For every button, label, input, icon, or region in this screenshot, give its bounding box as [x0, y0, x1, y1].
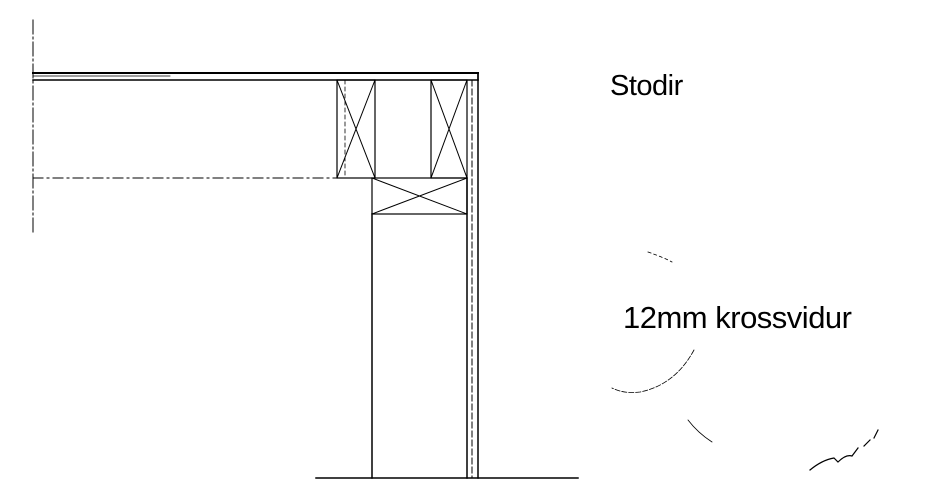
plywood-arc-leader [611, 349, 695, 393]
lower-plate-cross-b [371, 177, 468, 215]
stodir-label: Stodir [610, 70, 683, 102]
plywood-arc-top [647, 251, 673, 263]
scribble-mark [809, 429, 879, 471]
plywood-label: 12mm krossvidur [623, 300, 852, 335]
plywood-arc-lower [687, 419, 713, 443]
stud-box-1-cross-b [336, 79, 376, 179]
stud-box-1 [336, 79, 376, 179]
stud-box-2-cross-b [430, 79, 468, 179]
